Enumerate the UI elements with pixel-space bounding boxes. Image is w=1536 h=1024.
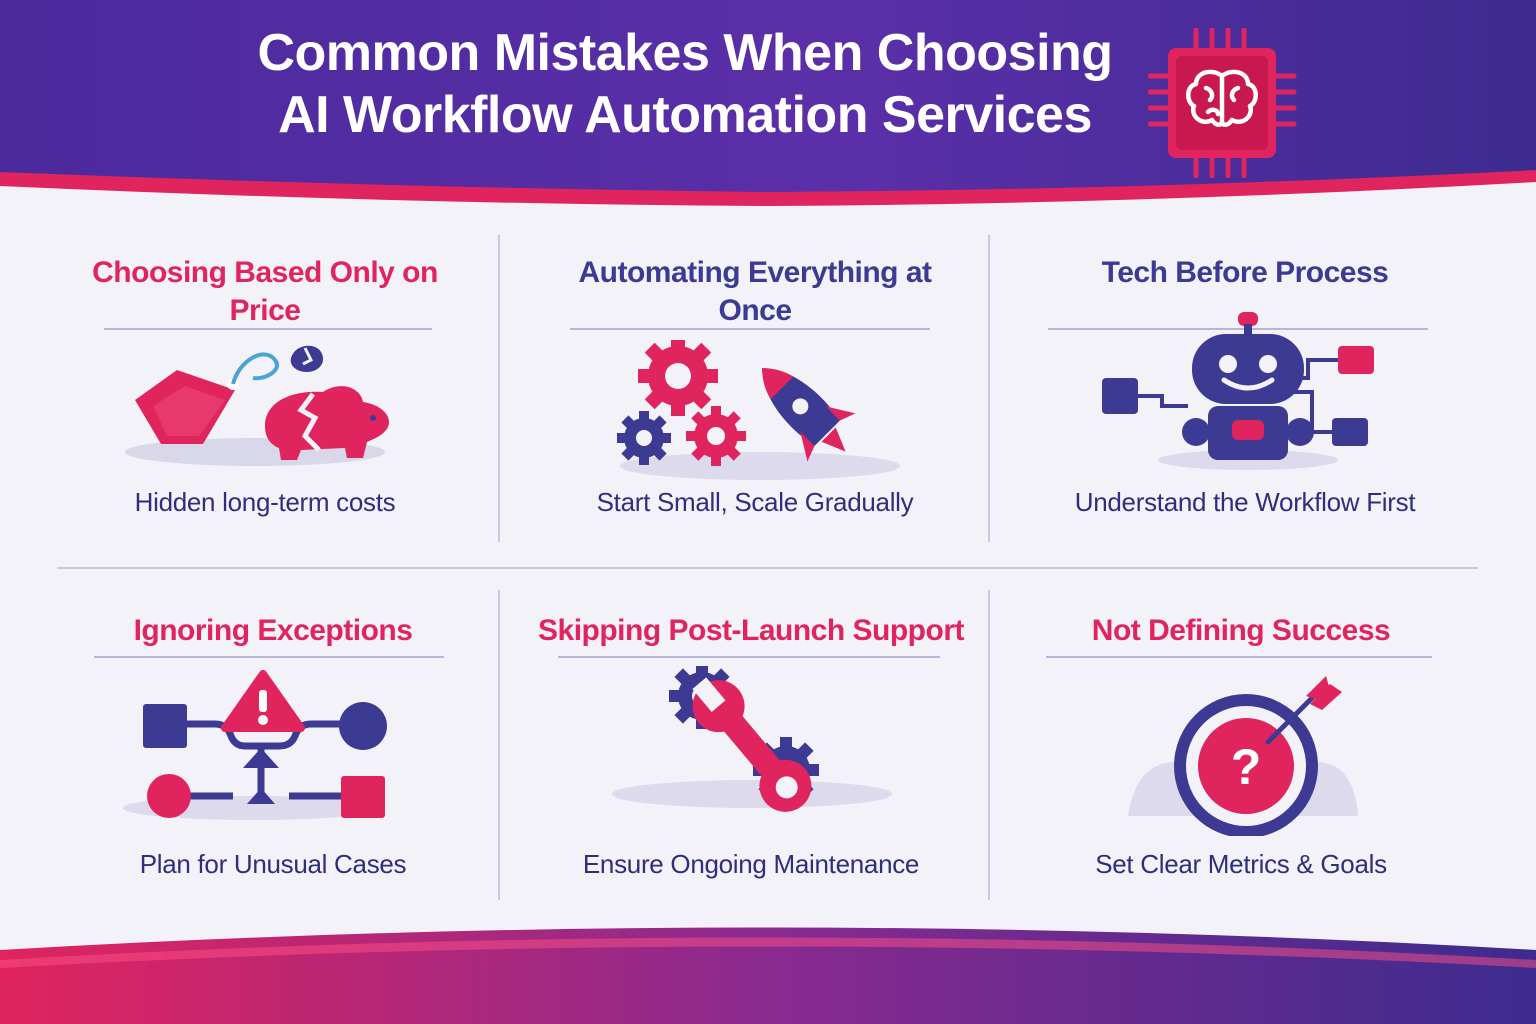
card-title: Choosing Based Only on Price <box>92 256 438 327</box>
brain-chip-icon <box>1148 28 1297 178</box>
card-tech-before-process: Tech Before Process Understand the Workf… <box>1000 252 1490 582</box>
target-question-icon: ? <box>1128 676 1358 836</box>
card-title: Ignoring Exceptions <box>133 614 413 647</box>
wrench-gears-icon <box>612 666 892 812</box>
svg-text:?: ? <box>1231 739 1262 795</box>
warning-flowchart-icon <box>123 670 387 820</box>
price-tag-broken-piggy-bank-icon <box>125 345 389 466</box>
page-title: Common Mistakes When Choosing AI Workflo… <box>170 22 1200 146</box>
page-title-line-2: AI Workflow Automation Services <box>278 86 1092 144</box>
card-title: Skipping Post-Launch Support <box>538 614 964 647</box>
robot-flowchart-icon <box>1102 312 1374 470</box>
card-title-rule <box>104 328 432 330</box>
card-title: Not Defining Success <box>1091 614 1391 647</box>
card-title: Tech Before Process <box>1101 256 1389 289</box>
card-subtitle: Ensure Ongoing Maintenance <box>582 849 920 879</box>
row-divider <box>57 567 1478 569</box>
column-divider-4 <box>988 590 990 900</box>
card-subtitle: Plan for Unusual Cases <box>139 849 407 879</box>
gears-rocket-icon <box>617 340 900 480</box>
card-subtitle: Hidden long-term costs <box>134 487 396 517</box>
card-subtitle: Understand the Workflow First <box>1074 487 1416 517</box>
card-skipping-post-launch-support: Skipping Post-Launch Support <box>506 610 996 940</box>
card-ignoring-exceptions: Ignoring Exceptions Plan for Unusual Cas… <box>28 610 518 940</box>
card-subtitle: Start Small, Scale Gradually <box>596 487 914 517</box>
card-title-rule <box>570 328 930 330</box>
card-not-defining-success: Not Defining Success ? Set Clear Metrics… <box>996 610 1486 940</box>
card-choosing-based-on-price: Choosing Based Only on Price Hidden long… <box>20 252 510 582</box>
card-automating-everything: Automating Everything at Once <box>510 252 1000 582</box>
page-title-line-1: Common Mistakes When Choosing <box>257 24 1113 82</box>
card-title-rule <box>558 656 940 658</box>
card-title-rule <box>1048 328 1428 330</box>
card-title-rule <box>94 656 444 658</box>
column-divider-2 <box>988 235 990 542</box>
card-title: Automating Everything at Once <box>578 256 932 327</box>
card-subtitle: Set Clear Metrics & Goals <box>1095 849 1387 879</box>
column-divider-1 <box>498 235 500 542</box>
card-title-rule <box>1046 656 1432 658</box>
column-divider-3 <box>498 590 500 900</box>
